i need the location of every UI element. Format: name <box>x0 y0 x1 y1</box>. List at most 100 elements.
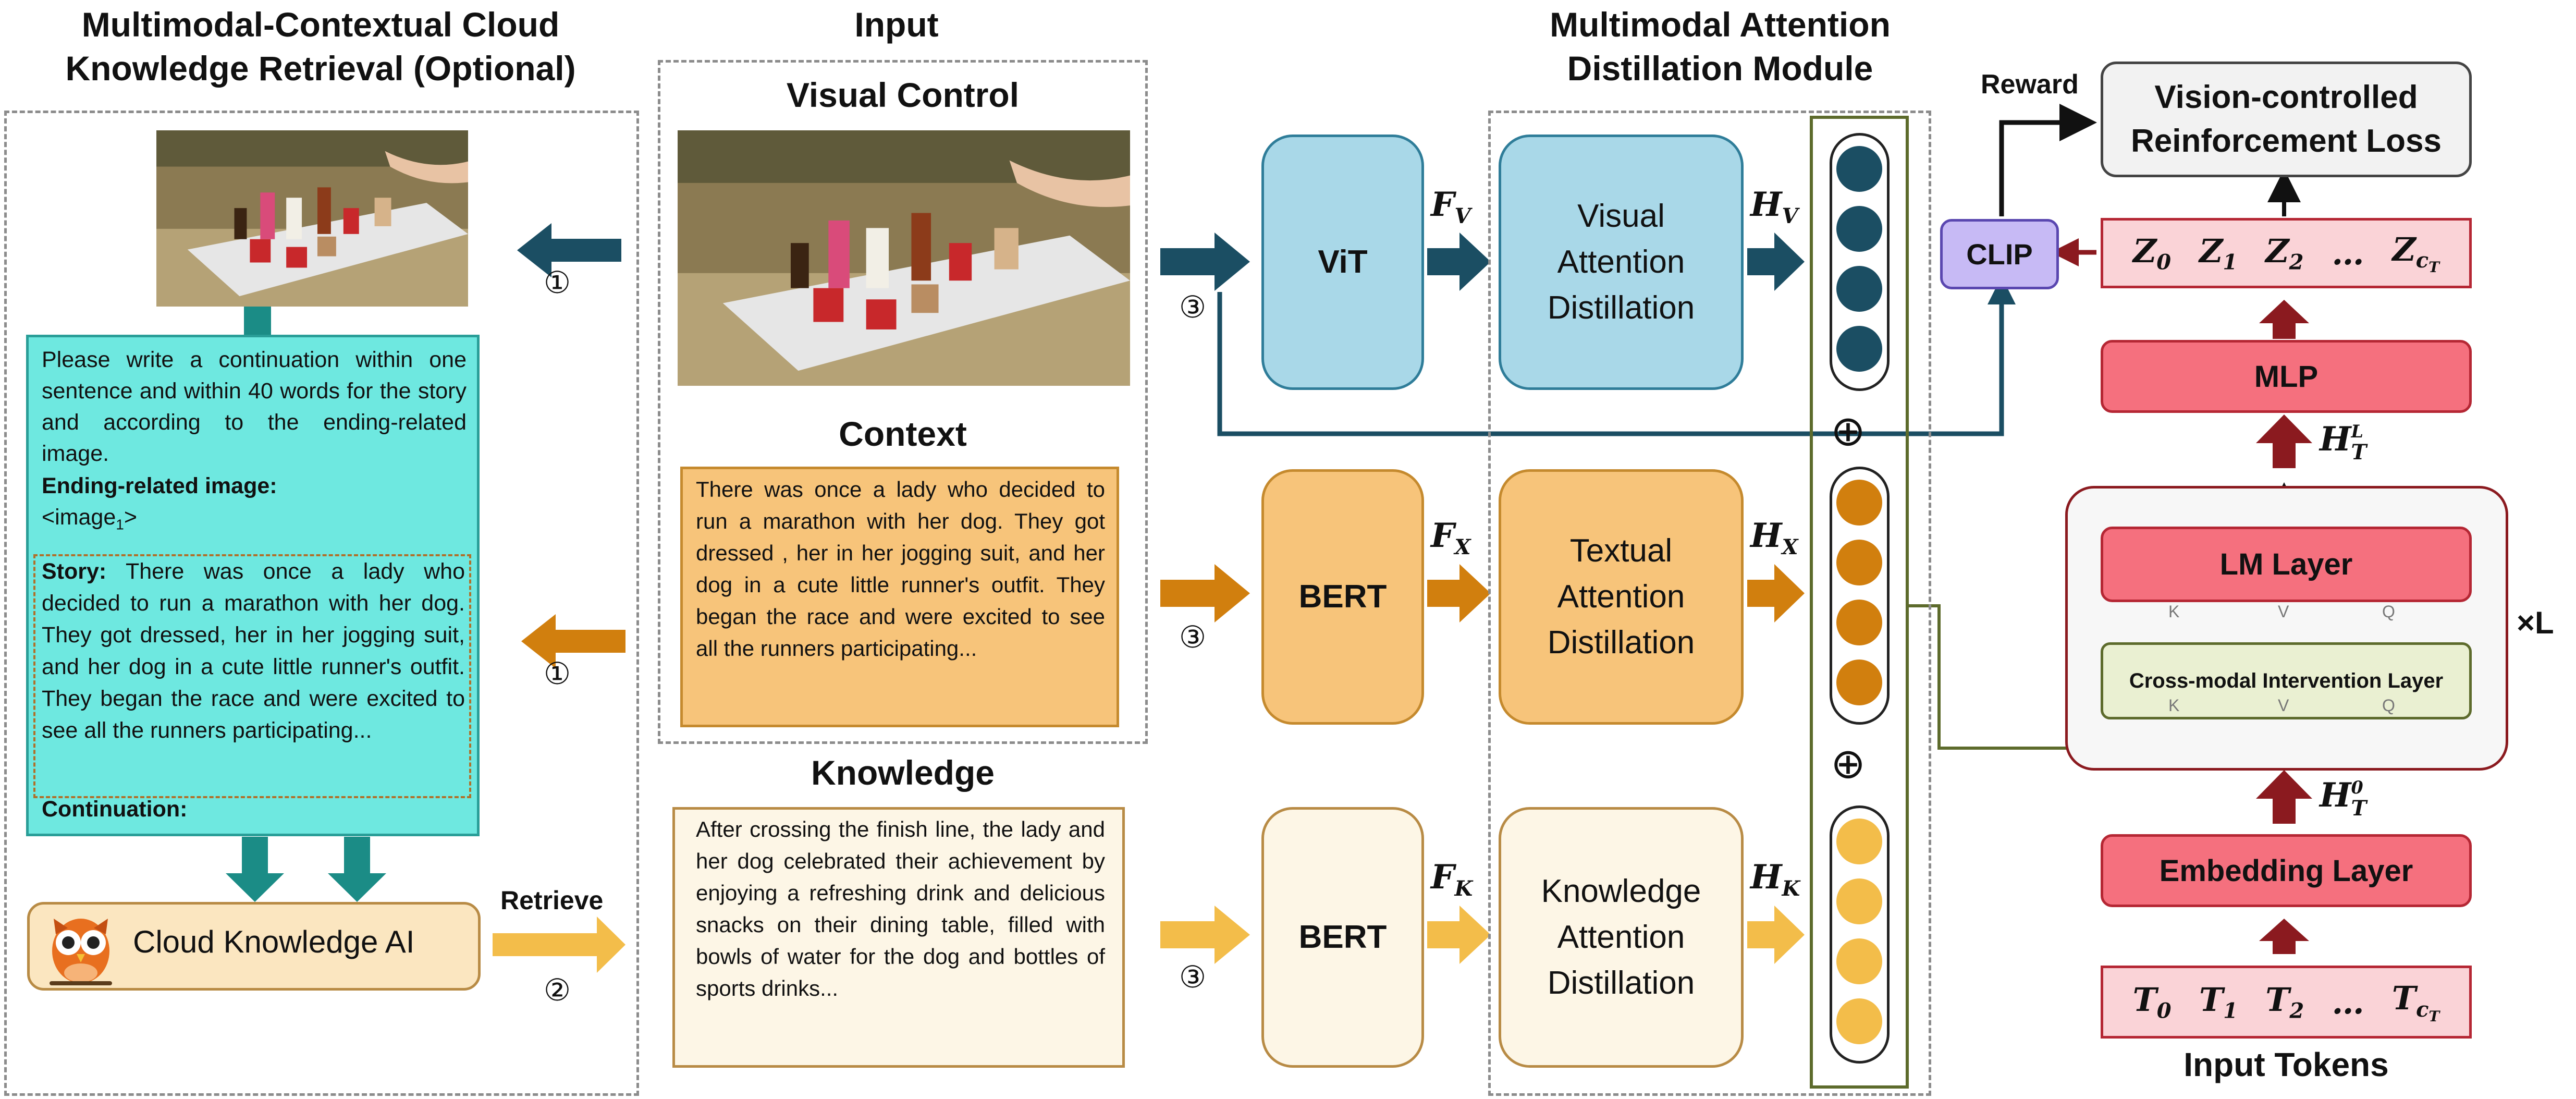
cross-v-label: V <box>2278 696 2289 715</box>
loss-line2: Reinforcement Loss <box>2130 123 2442 159</box>
h-v-sub: V <box>1782 203 1798 228</box>
step-2: ② <box>544 973 571 1007</box>
arrow-to-story <box>521 614 625 668</box>
distillation-title: Multimodal Attention Distillation Module <box>1459 3 1981 90</box>
textual-line1: Textual <box>1569 533 1673 569</box>
arrow-bert-to-textual <box>1427 564 1491 622</box>
oplus-symbol-1: ⊕ <box>1831 408 1866 454</box>
feature-concat-frame <box>1810 116 1909 1089</box>
arrow-block-to-mlp <box>2256 414 2312 468</box>
context-title: Context <box>839 414 967 453</box>
step-3-context: ③ <box>1179 620 1206 654</box>
arrow-visual-to-hv <box>1747 233 1805 291</box>
token-t0-main: T <box>2132 981 2157 1019</box>
input-title: Input <box>854 5 939 44</box>
step-1-top: ① <box>544 266 571 300</box>
arrow-prompt-to-ai-1 <box>226 837 284 902</box>
h-k-label: HK <box>1750 858 1800 901</box>
token-t0: T0 <box>2133 981 2172 1023</box>
token-tct-sub-t: T <box>2428 1007 2440 1025</box>
bert-knowledge-label: BERT <box>1298 919 1387 955</box>
bert-context-label: BERT <box>1298 579 1387 615</box>
lm-q-label: Q <box>2382 602 2395 621</box>
lm-k-label: K <box>2168 602 2180 621</box>
f-k-sub: K <box>1454 876 1473 901</box>
f-k-main: F <box>1431 858 1455 897</box>
arrow-mlp-to-outputs <box>2259 300 2309 339</box>
knowledge-feature-dot-3 <box>1836 938 1882 984</box>
output-zct-sub-c: c <box>2415 248 2429 273</box>
knowledge-distillation-labels: Knowledge Attention Distillation <box>1541 869 1701 1006</box>
arrow-visual-to-vit <box>1160 233 1250 291</box>
cross-k-label: K <box>2168 696 2180 715</box>
step-3-knowledge: ③ <box>1179 960 1206 994</box>
visual-feature-dot-3 <box>1836 266 1882 312</box>
arrow-textual-to-hx <box>1747 564 1805 622</box>
cross-modal-intervention-layer: Cross-modal Intervention Layer <box>2101 642 2472 719</box>
lm-layer-label: LM Layer <box>2219 547 2353 581</box>
arrow-knowledge-to-hk <box>1747 906 1805 964</box>
prompt-intro: Please write a continuation within one s… <box>42 347 467 466</box>
f-v-label: FV <box>1431 185 1470 228</box>
visual-feature-dot-1 <box>1836 146 1882 192</box>
output-zct-main: Z <box>2392 230 2416 268</box>
token-t0-sub: 0 <box>2156 998 2172 1023</box>
left-title-line2: Knowledge Retrieval (Optional) <box>65 49 576 88</box>
output-z1: Z1 <box>2199 232 2237 274</box>
h-x-main: H <box>1750 516 1782 555</box>
knowledge-feature-dot-1 <box>1836 819 1882 864</box>
token-t2-sub: 2 <box>2289 998 2304 1023</box>
clip-label: CLIP <box>1966 238 2033 271</box>
token-t1: T1 <box>2199 981 2238 1023</box>
owl-icon <box>50 919 112 985</box>
embedding-label: Embedding Layer <box>2159 853 2413 888</box>
image-token-sub: 1 <box>116 516 124 533</box>
reward-label: Reward <box>1981 69 2079 100</box>
clip-to-reward-line <box>1999 104 2097 216</box>
mlp-label: MLP <box>2254 359 2319 394</box>
image-token-text: <image <box>42 505 116 530</box>
h-k-main: H <box>1750 858 1782 897</box>
h-t-l-sub: T <box>2351 439 2367 465</box>
h-x-sub: X <box>1782 534 1798 559</box>
knowledge-box <box>672 807 1125 1068</box>
bert-knowledge-encoder: BERT <box>1261 807 1424 1068</box>
left-section-title: Multimodal-Contextual Cloud Knowledge Re… <box>0 3 641 90</box>
f-k-label: FK <box>1431 858 1473 901</box>
arrow-bert-to-knowledge <box>1427 906 1491 964</box>
context-box <box>680 467 1119 727</box>
lm-v-label: V <box>2278 602 2289 621</box>
visual-line2: Attention <box>1557 244 1685 280</box>
textual-attention-distillation: Textual Attention Distillation <box>1499 469 1744 725</box>
h-t-l-main: H <box>2320 420 2351 459</box>
story-label: Story: <box>42 559 107 584</box>
input-tokens-label: Input Tokens <box>2184 1046 2389 1083</box>
textual-feature-dot-3 <box>1836 600 1882 645</box>
input-panel <box>658 60 1148 744</box>
mlp-block: MLP <box>2101 340 2472 413</box>
token-t1-sub: 1 <box>2223 998 2238 1023</box>
token-tct-sub: cT <box>2416 997 2440 1025</box>
output-ellipsis: … <box>2332 234 2364 272</box>
knowledge-title: Knowledge <box>811 753 995 792</box>
image-token-end: > <box>124 505 137 530</box>
output-tokens-box: Z0 Z1 Z2 … ZcT <box>2101 218 2472 288</box>
output-zct-sub: cT <box>2415 248 2439 276</box>
output-z0: Z0 <box>2133 232 2171 274</box>
visual-line1: Visual <box>1577 198 1665 234</box>
textual-line3: Distillation <box>1547 625 1695 661</box>
vit-label: ViT <box>1318 244 1368 280</box>
continuation-label: Continuation: <box>42 797 188 822</box>
cloud-knowledge-ai-label: Cloud Knowledge AI <box>133 924 415 959</box>
h-x-label: HX <box>1750 516 1798 559</box>
token-tct: TcT <box>2392 979 2439 1024</box>
token-t2: T2 <box>2265 981 2304 1023</box>
arrow-vit-to-visual <box>1427 233 1491 291</box>
f-x-sub: X <box>1454 534 1471 559</box>
ending-image-label: Ending-related image: <box>42 473 277 498</box>
token-t1-main: T <box>2199 981 2224 1019</box>
output-z2-sub: 2 <box>2289 250 2304 275</box>
